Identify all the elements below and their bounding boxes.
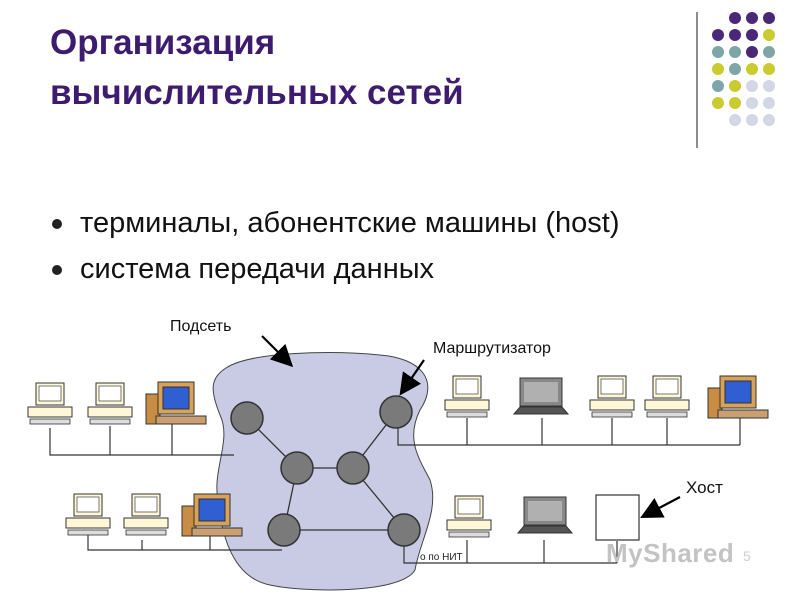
laptop-computer-icon — [516, 496, 574, 534]
desktop-computer-icon — [444, 375, 490, 418]
desktop-computer-icon — [65, 493, 111, 536]
label-host: Хост — [686, 478, 723, 497]
decorative-dot — [763, 97, 775, 109]
decorative-dot — [729, 12, 741, 24]
page-number: 5 — [743, 548, 751, 564]
subnet-cloud — [212, 352, 434, 591]
decorative-dot — [746, 63, 758, 75]
workstation-icon — [145, 381, 207, 425]
watermark-logo: MyShared — [606, 538, 735, 568]
decorative-dot — [763, 114, 775, 126]
router-node — [280, 451, 314, 485]
arrow-host — [640, 496, 681, 519]
decorative-dot — [712, 63, 724, 75]
desktop-computer-icon — [446, 495, 492, 538]
arrow-router — [399, 359, 425, 396]
decorative-dot — [729, 114, 741, 126]
title-line-2: вычислительных сетей — [50, 73, 464, 112]
decorative-dot — [763, 46, 775, 58]
router-node — [230, 401, 264, 435]
decorative-dot — [729, 63, 741, 75]
slide-title: Организация вычислительных сетей — [50, 18, 650, 118]
decorative-dot — [729, 80, 741, 92]
decorative-dot — [763, 80, 775, 92]
host-computers — [27, 375, 769, 538]
routers — [230, 395, 421, 547]
title-divider-line — [696, 12, 698, 148]
decorative-dot — [729, 97, 741, 109]
decorative-dot — [712, 80, 724, 92]
router-node — [267, 513, 301, 547]
decorative-dot — [746, 114, 758, 126]
router-node — [387, 513, 421, 547]
desktop-computer-icon — [87, 382, 133, 425]
desktop-computer-icon — [589, 375, 635, 418]
bullet-item-terminals: терминалы, абонентские машины (host) — [50, 200, 620, 246]
decorative-dot — [746, 29, 758, 41]
decorative-dot — [729, 46, 741, 58]
router-node — [336, 451, 370, 485]
label-subnet: Подсеть — [170, 318, 232, 335]
decorative-dot — [712, 46, 724, 58]
decorative-dot — [712, 97, 724, 109]
decorative-dot — [763, 63, 775, 75]
workstation-icon — [181, 493, 243, 537]
workstation-icon — [707, 375, 769, 419]
decorative-dot — [763, 12, 775, 24]
desktop-computer-icon — [123, 493, 169, 536]
router-node — [379, 395, 413, 429]
decorative-dot-grid — [712, 12, 775, 126]
decorative-dot — [763, 29, 775, 41]
label-router: Маршрутизатор — [433, 340, 551, 357]
decorative-dot — [712, 29, 724, 41]
desktop-computer-icon — [644, 375, 690, 418]
laptop-computer-icon — [512, 377, 570, 415]
title-line-1: Организация — [50, 23, 276, 62]
arrow-subnet — [261, 335, 294, 368]
decorative-dot — [729, 29, 741, 41]
decorative-dot — [746, 80, 758, 92]
label-arrows — [261, 335, 681, 519]
bullet-item-data-transmission: система передачи данных — [50, 246, 620, 292]
desktop-computer-icon — [27, 382, 73, 425]
footer-text: о по НИТ — [420, 552, 463, 563]
host-box — [595, 494, 640, 541]
decorative-dot — [746, 46, 758, 58]
decorative-dot — [746, 12, 758, 24]
decorative-dot — [746, 97, 758, 109]
bullet-list: терминалы, абонентские машины (host) сис… — [50, 200, 620, 292]
